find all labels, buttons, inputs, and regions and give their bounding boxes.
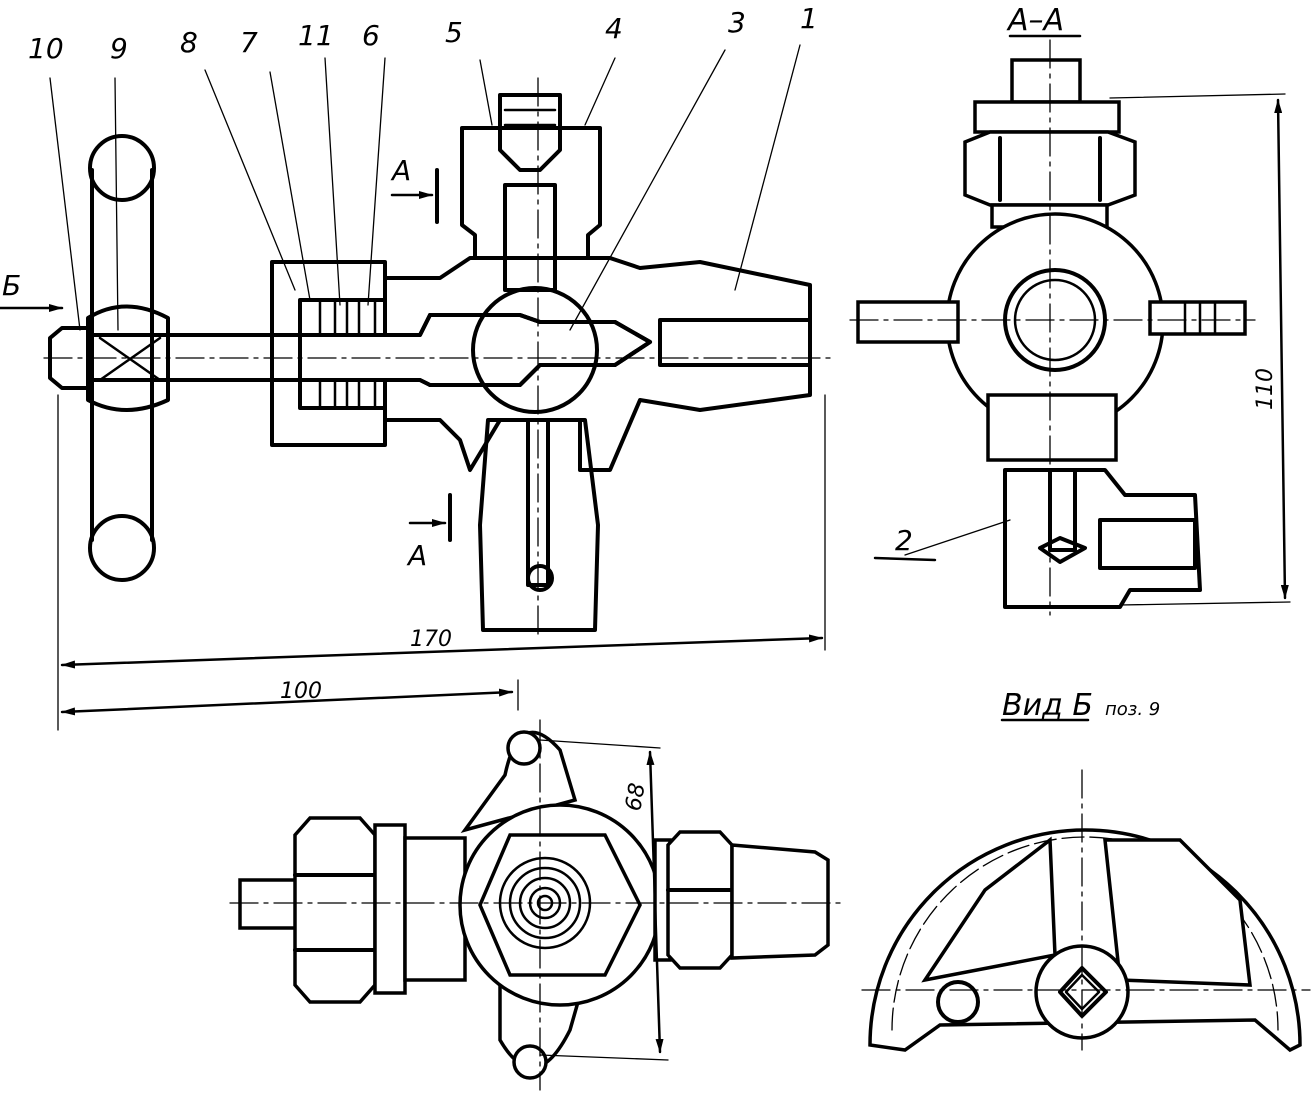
- callout-leaders: [49, 44, 801, 331]
- lower-stub: [478, 418, 600, 632]
- view-b: [861, 718, 1311, 1053]
- dimension-68: 68: [621, 781, 650, 813]
- section-mark-a-top: А: [390, 154, 411, 187]
- fitting-part-2: [1003, 468, 1202, 609]
- gland-nut-8: [270, 260, 387, 447]
- callout-8: 8: [180, 26, 198, 59]
- nut-10: [48, 326, 90, 390]
- dimension-170: 170: [410, 627, 452, 652]
- dimension-100: 100: [280, 679, 322, 704]
- callout-7: 7: [240, 26, 258, 59]
- handwheel-section: [86, 134, 170, 582]
- callout-5: 5: [445, 16, 463, 49]
- view-mark-b: Б: [2, 269, 21, 302]
- callout-4: 4: [605, 12, 623, 45]
- callout-9: 9: [110, 32, 128, 65]
- main-section-view: [0, 44, 831, 731]
- section-aa-view: [849, 34, 1291, 616]
- callout-6: 6: [362, 19, 380, 52]
- callout-3: 3: [728, 6, 746, 39]
- callout-11: 11: [298, 19, 334, 52]
- dimension-110: 110: [1253, 368, 1278, 410]
- callout-1: 1: [800, 2, 818, 35]
- view-b-note: поз. 9: [1105, 699, 1160, 720]
- callout-10: 10: [28, 32, 64, 65]
- labels: 10 9 8 7 11 6 5 4 3 1 2 А А Б А–А Вид Б …: [2, 2, 1278, 813]
- stem-part-3: [86, 313, 652, 387]
- section-marks: [435, 168, 452, 542]
- callout-2: 2: [895, 524, 913, 557]
- view-b-title: Вид Б: [1002, 688, 1093, 723]
- plug-part-5: [498, 93, 562, 172]
- plan-view: [229, 719, 841, 1091]
- upper-union-part-4: [460, 126, 602, 260]
- section-mark-a-bottom: А: [406, 539, 427, 572]
- section-aa-title: А–А: [1006, 3, 1064, 38]
